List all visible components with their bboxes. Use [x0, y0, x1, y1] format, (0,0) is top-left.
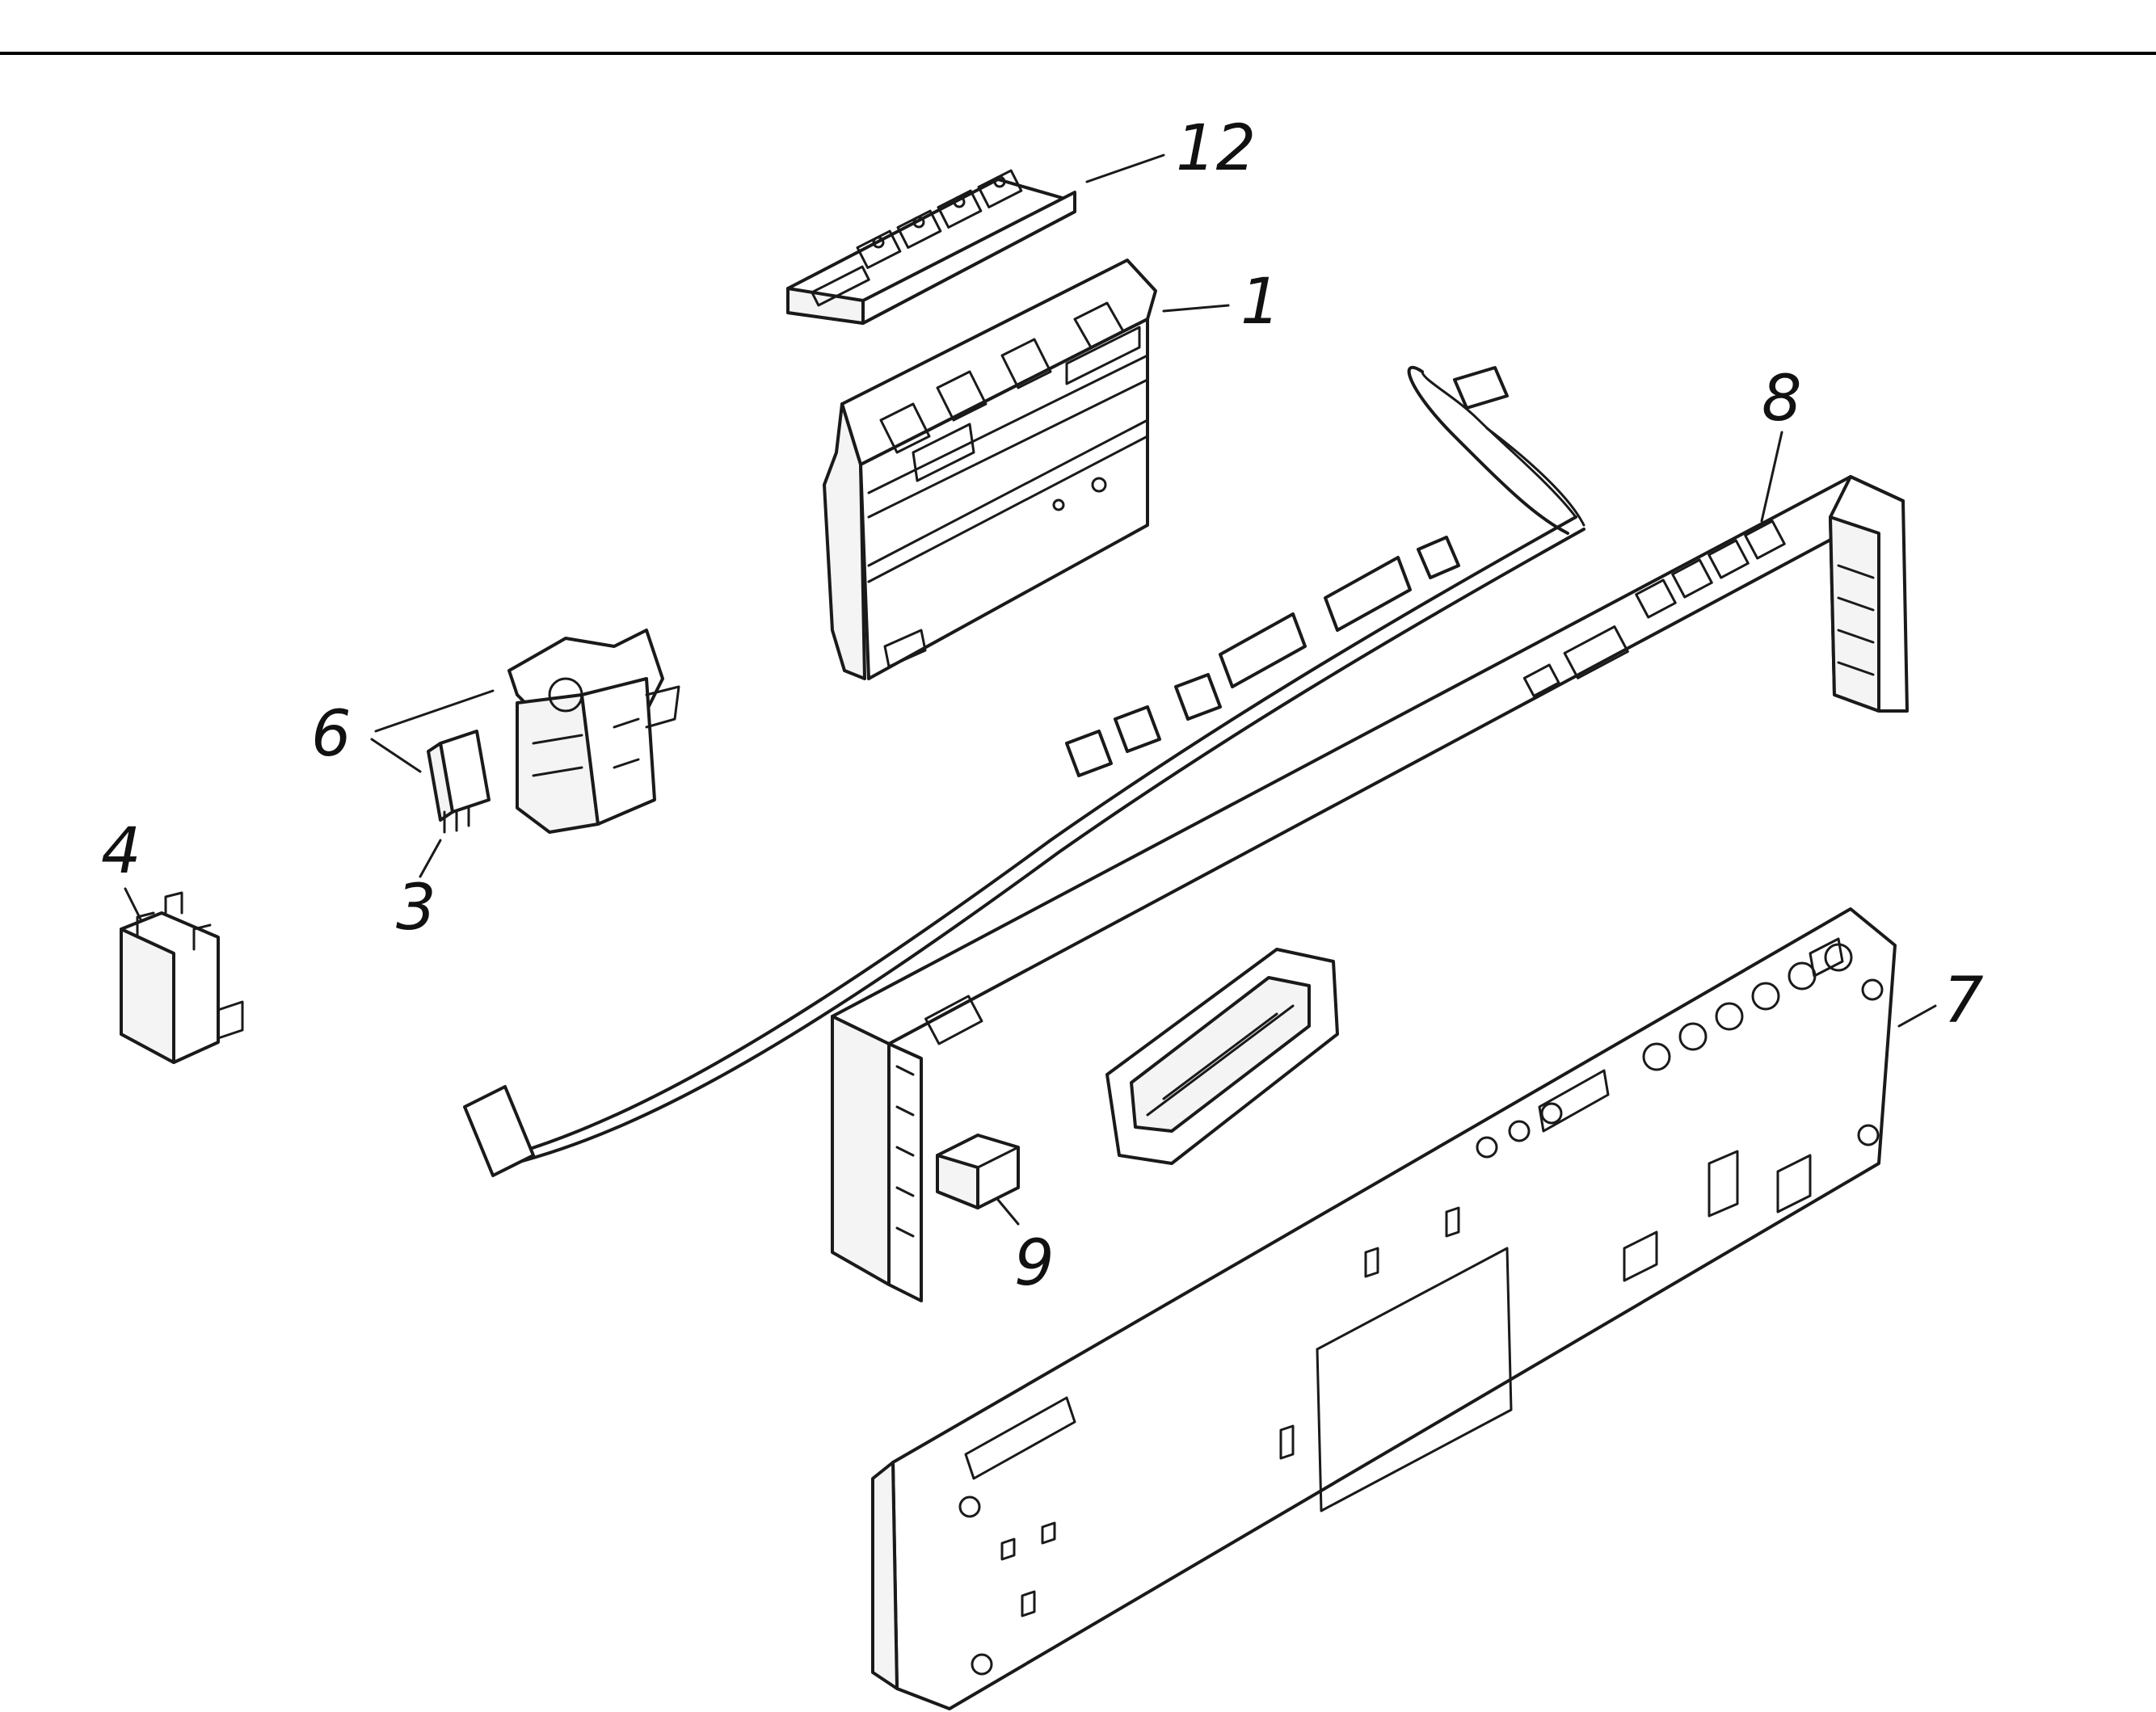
callout-leaders [124, 154, 1937, 1226]
part-6-door-lock-assembly [507, 629, 680, 834]
callout-1: 1 [1240, 266, 1281, 339]
part-1-control-module [823, 259, 1157, 680]
callout-4: 4 [101, 815, 141, 888]
door-handle-frame [1105, 948, 1339, 1165]
part-7-control-panel [871, 907, 1897, 1710]
callout-labels: 12 1 8 6 3 4 7 9 [101, 112, 1984, 1300]
harness-connectors [463, 536, 1460, 1177]
callout-8: 8 [1762, 363, 1802, 435]
callout-3: 3 [396, 872, 436, 944]
callout-7: 7 [1943, 965, 1984, 1037]
part-9-block [936, 1134, 1020, 1209]
part-12-button-strip [786, 169, 1076, 325]
part-4-relay [120, 891, 244, 1064]
callout-12: 12 [1176, 112, 1256, 185]
part-8-frame-and-harness [463, 365, 1909, 1302]
callout-9: 9 [1014, 1227, 1055, 1300]
callout-6: 6 [311, 698, 352, 771]
part-3-microswitch [427, 730, 491, 834]
